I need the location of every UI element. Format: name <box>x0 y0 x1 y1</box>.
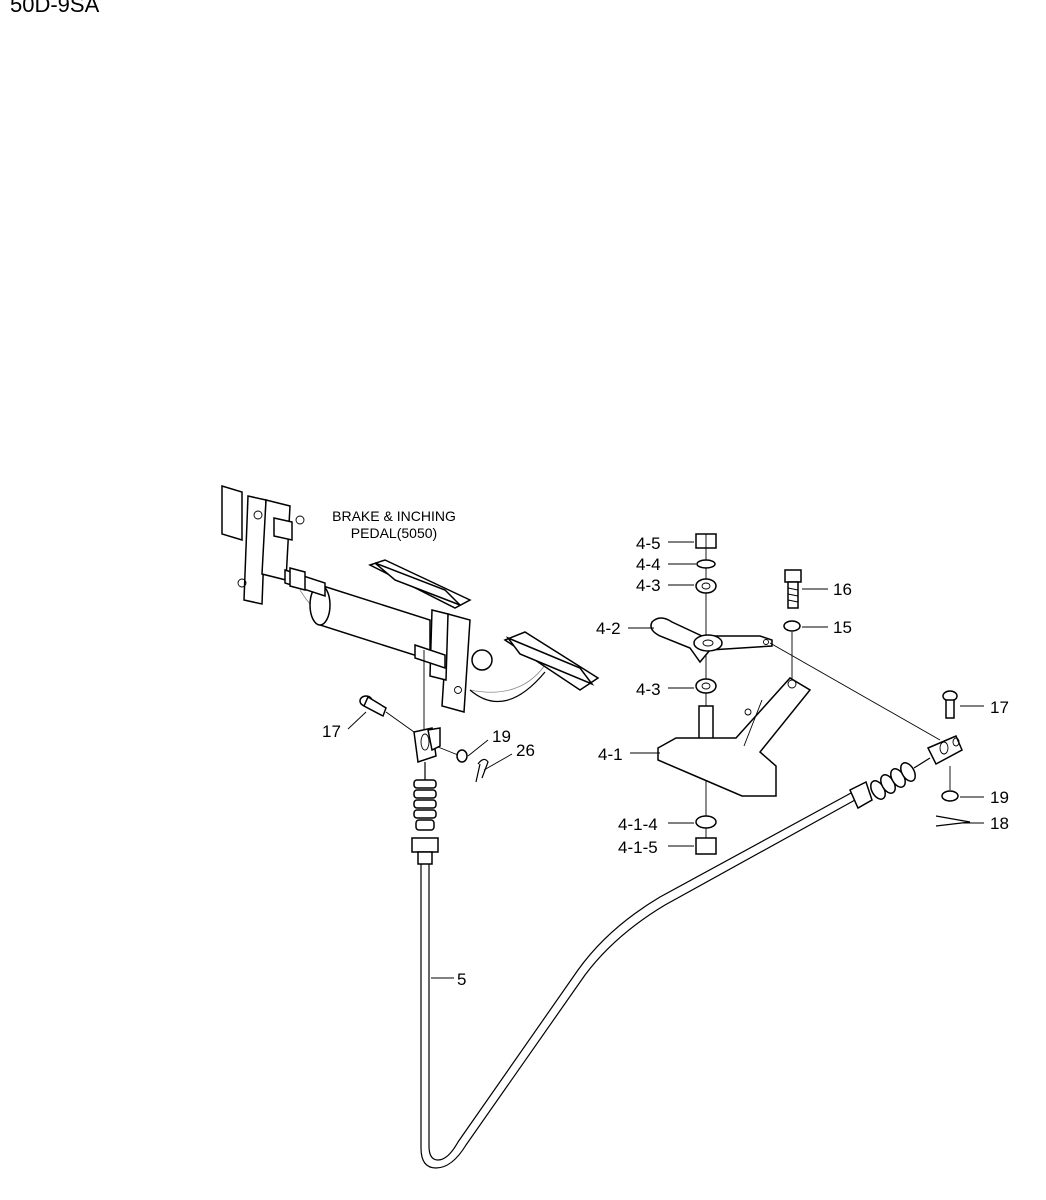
assembly-caption-line2: PEDAL(5050) <box>351 525 437 541</box>
callout-19-right: 19 <box>990 788 1009 807</box>
brake-inching-pedal-assembly <box>221 484 600 713</box>
model-code: 50D-9SA <box>10 0 100 17</box>
callout-4-5: 4-5 <box>636 534 661 553</box>
callout-18: 18 <box>990 814 1009 833</box>
left-cable-end <box>359 650 489 865</box>
lever-bracket-assembly <box>650 533 971 855</box>
callout-19-left: 19 <box>492 727 511 746</box>
callout-4-4: 4-4 <box>636 555 661 574</box>
callout-4-3-bottom: 4-3 <box>636 680 661 699</box>
callout-4-2: 4-2 <box>596 619 621 638</box>
callout-26: 26 <box>516 741 535 760</box>
callout-17-left: 17 <box>322 722 341 741</box>
callout-leaders <box>347 541 984 979</box>
assembly-caption-line1: BRAKE & INCHING <box>332 508 456 524</box>
callout-4-3-top: 4-3 <box>636 576 661 595</box>
callout-15: 15 <box>833 618 852 637</box>
brake-cable <box>420 735 963 1169</box>
callout-16: 16 <box>833 580 852 599</box>
callout-17-right: 17 <box>990 698 1009 717</box>
callout-4-1-4: 4-1-4 <box>618 815 658 834</box>
callout-5: 5 <box>457 970 466 989</box>
callout-4-1: 4-1 <box>598 745 623 764</box>
callout-4-1-5: 4-1-5 <box>618 838 658 857</box>
